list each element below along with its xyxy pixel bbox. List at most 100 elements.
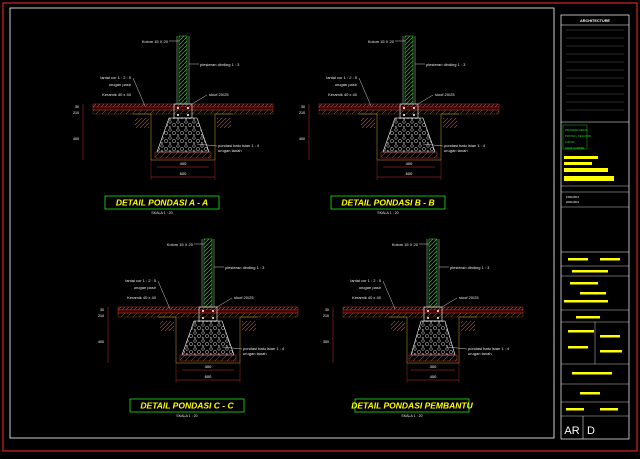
foundation-base	[179, 354, 237, 362]
detail-scale: SKALA 1 : 20	[151, 211, 172, 215]
info-line-2: PROYEK / KEGIATAN	[565, 134, 591, 138]
dim-height-1: 30	[75, 105, 79, 109]
rebar	[202, 317, 204, 319]
info-line-3: LOKASI	[565, 140, 575, 144]
leader-line	[382, 280, 396, 310]
label-lantai: lantai cor 1 : 2 : 5	[100, 75, 131, 80]
label-pondasi: pondasi batu isian 1 : 4	[468, 346, 510, 351]
label-sloof: sloof 20/25	[459, 295, 479, 300]
dim-height-1: 30	[301, 105, 305, 109]
floor-slab	[342, 309, 524, 314]
soil-left	[135, 118, 149, 128]
dim-height-2: 210	[98, 314, 104, 318]
leader-line	[191, 94, 208, 105]
stone-foundation	[156, 117, 210, 153]
soil-right	[217, 118, 231, 128]
label-plesteran: plesteran dinding 1 : 3	[200, 62, 240, 67]
leader-line	[196, 143, 218, 147]
excavation-outline	[133, 113, 233, 161]
label-plesteran: plesteran dinding 1 : 3	[450, 265, 490, 270]
dim-height-2: 210	[73, 111, 79, 115]
rebar	[212, 310, 214, 312]
dim-width-1: 400	[406, 161, 413, 166]
label-keramik: Keramik 40 x 40	[328, 92, 358, 97]
label-urugan-pasir: urugan pasir	[109, 82, 132, 87]
leader-line	[157, 280, 171, 310]
title-block-yellow-rows	[561, 258, 629, 417]
excavation-outline	[389, 316, 477, 364]
label-lantai: lantai cor 1 : 2 : 5	[326, 75, 357, 80]
detail-title: DETAIL PONDASI A - A	[116, 198, 208, 208]
drawing-frame	[9, 7, 555, 439]
detail-scale: SKALA 1 : 20	[377, 211, 398, 215]
soil-left	[361, 118, 375, 128]
dim-height-1: 30	[325, 308, 329, 312]
label-kolom: Kolom 15 X 20	[392, 242, 419, 247]
sand-fill	[342, 312, 524, 318]
dim-width-1: 400	[205, 364, 212, 369]
foundation-base	[408, 354, 458, 362]
detail-title-box	[129, 398, 245, 413]
sheet-suffix: D	[587, 425, 595, 437]
label-urugan-tanah: urugan tanah	[468, 351, 492, 356]
date-1: 15/01/2013	[566, 195, 580, 199]
dim-width-2: 600	[406, 171, 413, 176]
title-block: ARCHITECTURE PROGRAM KERJA PROYEK / KEGI…	[560, 14, 630, 440]
soil-right	[461, 321, 475, 331]
column	[404, 35, 414, 105]
rebar	[177, 114, 179, 116]
column	[203, 238, 213, 308]
column	[178, 35, 188, 105]
rebar	[437, 310, 439, 312]
dim-height-2: 210	[323, 314, 329, 318]
label-keramik: Keramik 40 x 40	[352, 295, 382, 300]
label-lantai: lantai cor 1 : 2 : 5	[350, 278, 381, 283]
label-plesteran: plesteran dinding 1 : 3	[426, 62, 466, 67]
stone-foundation	[382, 117, 436, 153]
stone-foundation	[181, 320, 235, 356]
label-plesteran: plesteran dinding 1 : 3	[225, 265, 265, 270]
title-block-header: ARCHITECTURE	[580, 19, 610, 23]
soil-left	[160, 321, 174, 331]
label-sloof: sloof 20/25	[209, 92, 229, 97]
sheet-code: AR	[564, 425, 579, 437]
floor-ceramic	[92, 103, 274, 108]
leader-line	[132, 77, 146, 107]
rebar	[187, 107, 189, 109]
label-sloof: sloof 20/25	[435, 92, 455, 97]
column	[428, 238, 438, 308]
label-urugan-pasir: urugan pasir	[134, 285, 157, 290]
title-block-lines	[566, 29, 624, 111]
dim-height-3: 400	[299, 137, 305, 141]
label-urugan-tanah: urugan tanah	[444, 148, 468, 153]
excavation-outline	[359, 113, 459, 161]
excavation-outline	[158, 316, 258, 364]
dim-width-2: 600	[205, 374, 212, 379]
foundation-base	[380, 151, 438, 159]
info-line-4: NAMA GAMBAR	[565, 146, 584, 150]
detail-title: DETAIL PONDASI C - C	[140, 401, 234, 411]
info-line-1: PROGRAM KERJA	[565, 128, 588, 132]
leader-line	[216, 297, 233, 308]
soil-left	[391, 321, 405, 331]
label-pondasi: pondasi batu isian 1 : 4	[218, 143, 260, 148]
yellow-bar-4	[564, 176, 614, 181]
leader-line	[446, 346, 468, 350]
detail-title: DETAIL PONDASI PEMBANTU	[351, 401, 473, 411]
detail-scale: SKALA 1 : 20	[176, 414, 197, 418]
rebar	[187, 114, 189, 116]
floor-ceramic	[117, 306, 299, 311]
detail-title: DETAIL PONDASI B - B	[341, 198, 434, 208]
yellow-bar-3	[564, 168, 608, 172]
floor-slab	[318, 106, 500, 111]
title-block-info: PROGRAM KERJA PROYEK / KEGIATAN LOKASI N…	[561, 124, 629, 208]
detail-title-box	[330, 195, 446, 210]
floor-slab	[92, 106, 274, 111]
rebar	[437, 317, 439, 319]
label-urugan-tanah: urugan tanah	[218, 148, 242, 153]
label-kolom: Kolom 15 X 20	[368, 39, 395, 44]
label-urugan-pasir: urugan pasir	[335, 82, 358, 87]
